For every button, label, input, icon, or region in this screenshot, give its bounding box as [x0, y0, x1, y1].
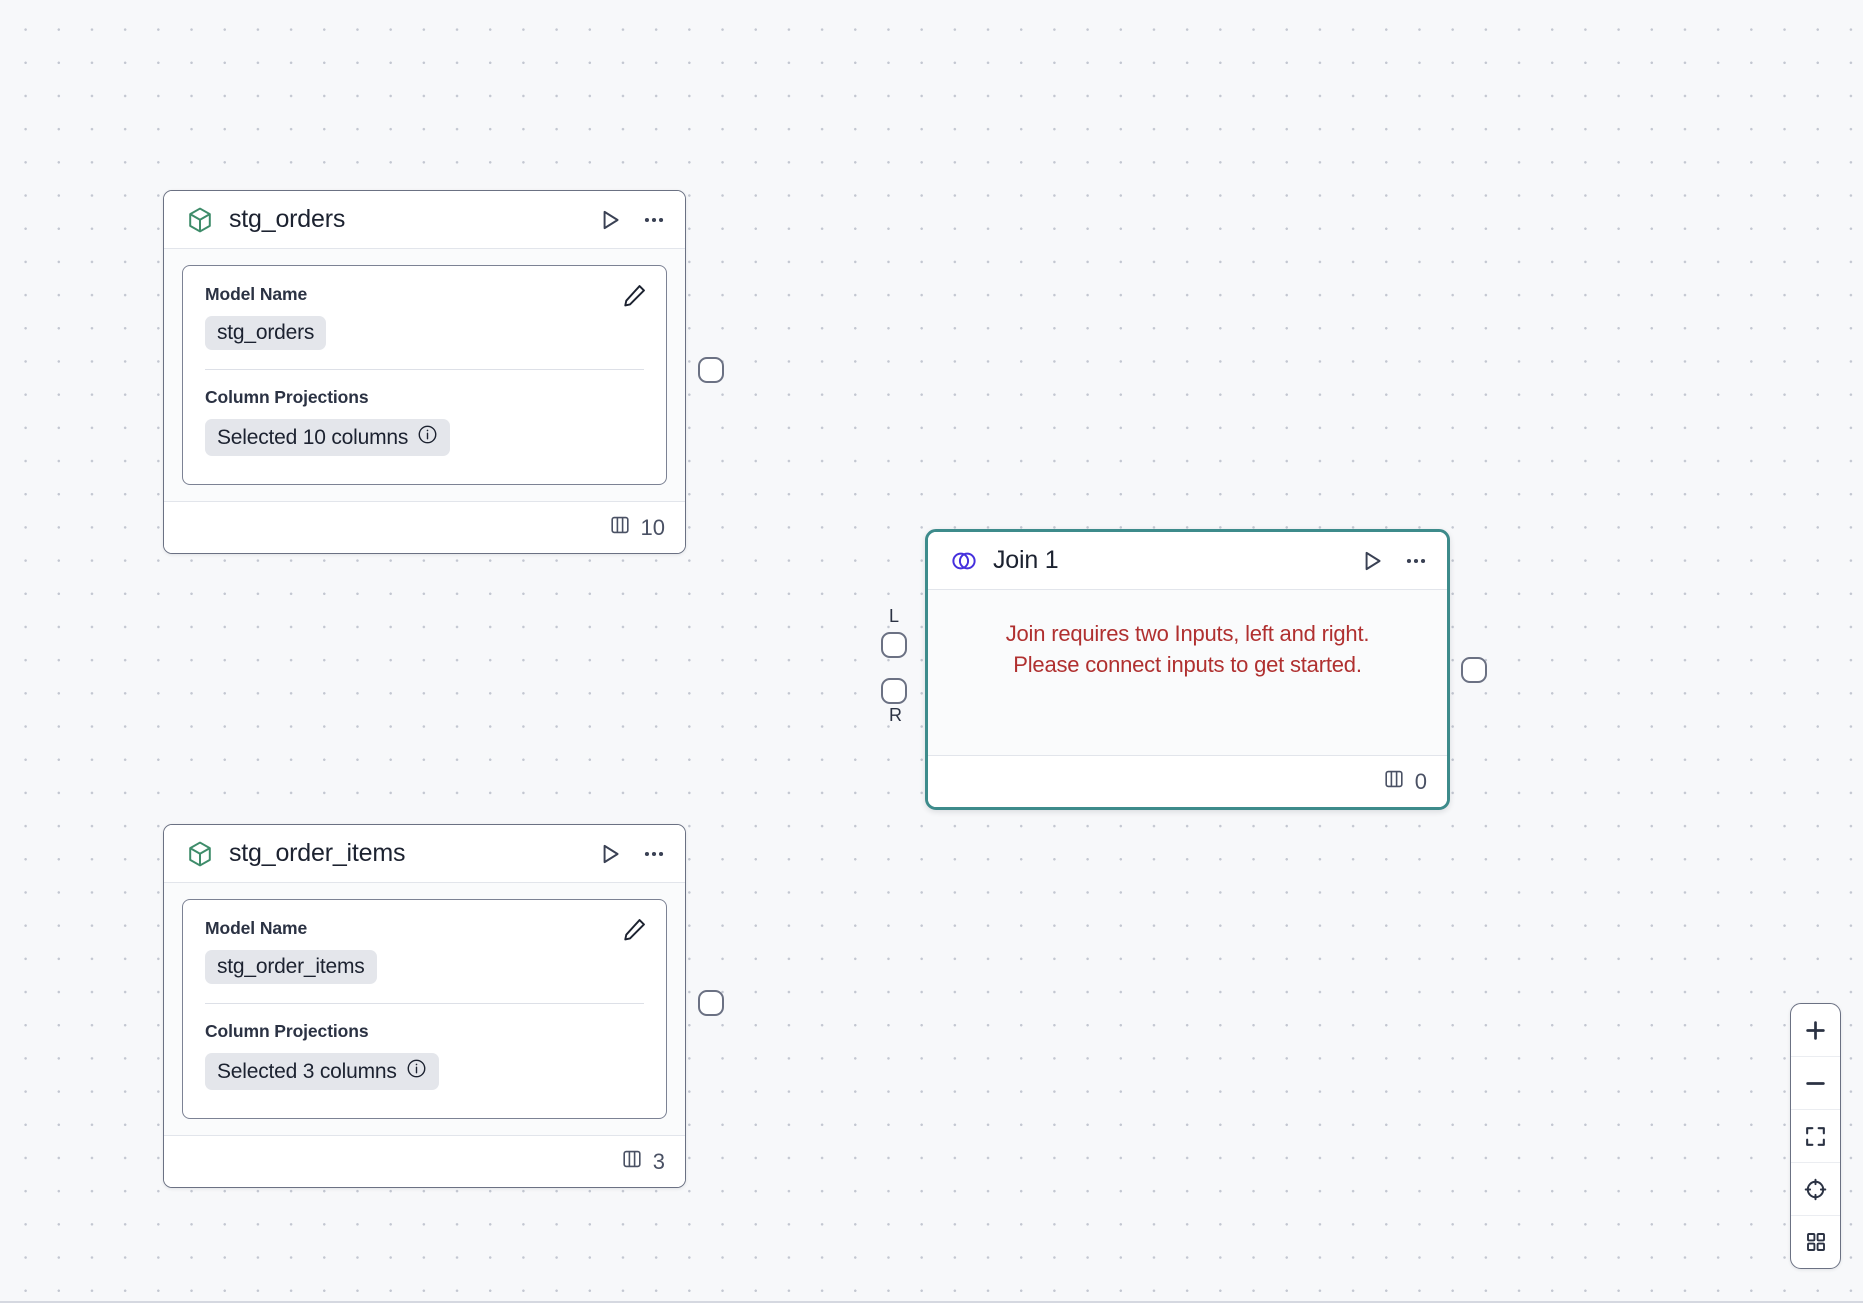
recenter-button[interactable]	[1791, 1163, 1840, 1216]
fit-view-button[interactable]	[1791, 1110, 1840, 1163]
venn-diagram-icon	[950, 547, 978, 575]
node-body: Model Name stg_order_items Column Projec…	[164, 883, 685, 1135]
node-header: stg_order_items	[164, 825, 685, 883]
column-projections-label: Column Projections	[205, 1021, 369, 1042]
cube-icon	[186, 840, 214, 868]
node-stg-order-items[interactable]: stg_order_items Model Name	[163, 824, 686, 1188]
model-name-label: Model Name	[205, 284, 308, 304]
cube-icon	[186, 206, 214, 234]
zoom-out-button[interactable]	[1791, 1057, 1840, 1110]
output-port-stg-order-items[interactable]	[698, 990, 724, 1016]
node-title: stg_order_items	[229, 839, 406, 867]
node-body: Join requires two Inputs, left and right…	[928, 590, 1447, 755]
more-options-icon[interactable]	[641, 207, 667, 233]
columns-icon	[608, 513, 632, 542]
info-icon[interactable]	[406, 1058, 427, 1085]
node-footer: 3	[164, 1135, 685, 1187]
model-name-chip[interactable]: stg_orders	[205, 316, 327, 350]
model-name-label: Model Name	[205, 918, 308, 938]
node-join-1[interactable]: Join 1 Join requires two Inputs, left an…	[925, 529, 1450, 810]
zoom-in-button[interactable]	[1791, 1004, 1840, 1057]
toggle-grid-button[interactable]	[1791, 1216, 1840, 1268]
column-projections-value: Selected 10 columns	[217, 425, 409, 449]
node-header: Join 1	[928, 532, 1447, 590]
zoom-controls-panel[interactable]	[1790, 1003, 1841, 1269]
columns-icon	[1382, 767, 1406, 796]
input-port-right-label: R	[889, 705, 903, 725]
model-config-card: Model Name stg_order_items Column Projec…	[182, 899, 667, 1119]
run-icon[interactable]	[1359, 548, 1385, 574]
output-port-join-1[interactable]	[1461, 657, 1487, 683]
join-error-message: Join requires two Inputs, left and right…	[928, 590, 1447, 680]
model-config-card: Model Name stg_orders Column Projections…	[182, 265, 667, 485]
model-name-value: stg_order_items	[217, 955, 365, 978]
info-icon[interactable]	[417, 424, 438, 451]
node-title: Join 1	[993, 546, 1059, 574]
run-icon[interactable]	[597, 841, 623, 867]
node-stg-orders[interactable]: stg_orders Model Name	[163, 190, 686, 554]
node-body: Model Name stg_orders Column Projections…	[164, 249, 685, 501]
model-name-chip[interactable]: stg_order_items	[205, 950, 377, 984]
column-count: 3	[652, 1148, 665, 1174]
output-port-stg-orders[interactable]	[698, 357, 724, 383]
node-footer: 10	[164, 501, 685, 553]
node-footer: 0	[928, 755, 1447, 807]
column-count: 10	[640, 514, 665, 540]
column-projections-label: Column Projections	[205, 387, 369, 408]
more-options-icon[interactable]	[641, 841, 667, 867]
column-count: 0	[1414, 768, 1427, 794]
column-projections-chip[interactable]: Selected 3 columns	[205, 1053, 439, 1091]
edit-pencil-icon[interactable]	[621, 916, 648, 948]
column-projections-value: Selected 3 columns	[217, 1059, 397, 1083]
run-icon[interactable]	[597, 207, 623, 233]
node-title: stg_orders	[229, 205, 346, 233]
card-divider	[205, 1003, 644, 1005]
model-name-value: stg_orders	[217, 321, 315, 344]
input-port-left-label: L	[889, 606, 900, 626]
error-line-1: Join requires two Inputs, left and right…	[1005, 621, 1370, 646]
edit-pencil-icon[interactable]	[621, 282, 648, 314]
input-port-right[interactable]	[881, 678, 907, 704]
error-line-2: Please connect inputs to get started.	[1013, 652, 1362, 678]
more-options-icon[interactable]	[1403, 548, 1429, 574]
column-projections-chip[interactable]: Selected 10 columns	[205, 419, 451, 457]
card-divider	[205, 369, 644, 371]
columns-icon	[620, 1147, 644, 1176]
input-port-left[interactable]	[881, 632, 907, 658]
node-header: stg_orders	[164, 191, 685, 249]
